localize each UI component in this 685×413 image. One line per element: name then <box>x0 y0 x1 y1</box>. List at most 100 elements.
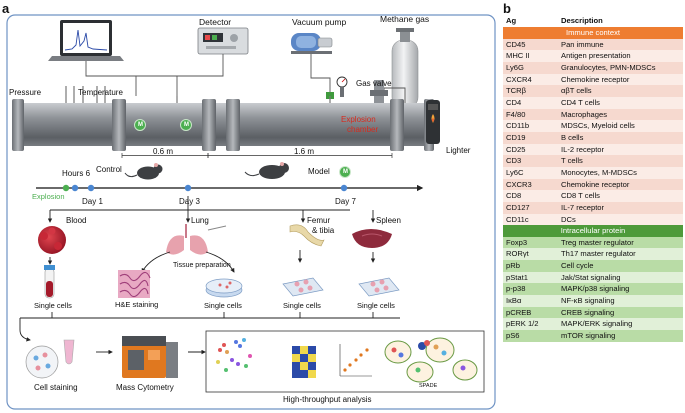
spleen-label: Spleen <box>376 216 401 225</box>
description-cell: MDSCs, Myeloid cells <box>561 121 635 131</box>
he-staining-label: H&E staining <box>115 300 159 309</box>
antigen-cell: CD19 <box>506 132 526 142</box>
ag-column-header: Ag <box>506 15 517 25</box>
distance-arrows <box>121 153 393 158</box>
spleen-icon <box>352 229 392 248</box>
antigen-cell: CD11c <box>506 214 529 224</box>
detector-icon <box>197 27 249 55</box>
antigen-cell: pS6 <box>506 331 520 341</box>
day3-label: Day 3 <box>179 197 200 206</box>
mass-cytometer-icon <box>122 336 178 378</box>
model-mouse-icon <box>244 162 289 179</box>
table-row: pERK 1/2 MAPK/ERK signaling <box>503 318 683 331</box>
table-row: CD127 IL-7 receptor <box>503 201 683 214</box>
timeline <box>36 184 424 192</box>
table-row: CD19 B cells <box>503 131 683 144</box>
hours6-label: Hours 6 <box>62 169 91 178</box>
analysis-panel <box>205 330 485 393</box>
description-cell: IL-7 receptor <box>561 202 605 212</box>
antigen-cell: p-p38 <box>506 284 526 294</box>
antigen-cell: Ly6G <box>506 62 524 72</box>
high-throughput-label: High-throughput analysis <box>283 395 372 404</box>
description-cell: B cells <box>561 132 584 142</box>
description-cell: CD8 T cells <box>561 191 600 201</box>
blood-icon <box>38 226 66 254</box>
lung-dish-icon <box>205 278 243 298</box>
antigen-cell: CXCR4 <box>506 74 532 84</box>
description-cell: Macrophages <box>561 109 608 119</box>
bottom-flow-arrows <box>19 312 400 355</box>
table-row: CD11b MDSCs, Myeloid cells <box>503 120 683 132</box>
description-cell: MAPK/ERK signaling <box>561 319 633 329</box>
lighter-icon <box>426 100 440 144</box>
antigen-cell: pCREB <box>506 307 532 317</box>
lung-label: Lung <box>191 216 209 225</box>
description-cell: CREB signaling <box>561 307 615 317</box>
day1-label: Day 1 <box>82 197 103 206</box>
tsne-plot <box>216 338 252 372</box>
panel-b-letter: b <box>503 1 511 16</box>
antigen-cell: F4/80 <box>506 109 526 119</box>
antigen-cell: CD4 <box>506 97 522 107</box>
antigen-cell: CD127 <box>506 202 530 212</box>
model-marker <box>339 166 351 178</box>
methane-gas-label: Methane gas <box>380 14 430 24</box>
intracellular-title: Intracellular protein <box>503 225 683 237</box>
explosion-label: Explosion <box>32 192 65 201</box>
femur-label-1: Femur <box>307 216 331 225</box>
explosion-chamber-label-2: chamber <box>347 125 379 134</box>
description-cell: Cell cycle <box>561 261 594 271</box>
description-cell: Antigen presentation <box>561 51 631 61</box>
femur-label-2: & tibia <box>312 226 335 235</box>
temperature-label: Temperature <box>78 88 123 97</box>
distance-label-2: 1.6 m <box>294 147 315 156</box>
antigen-cell: Foxp3 <box>506 237 528 247</box>
antigen-cell: pERK 1/2 <box>506 319 539 329</box>
mass-cytometry-label: Mass Cytometry <box>116 383 174 392</box>
antigen-cell: CD25 <box>506 144 526 154</box>
panel-a-letter: a <box>2 1 10 16</box>
tube-marker-1 <box>134 119 146 131</box>
single-cells-label-blood: Single cells <box>34 301 72 310</box>
model-marker-label: M <box>343 168 348 175</box>
control-mouse-icon <box>124 163 163 180</box>
single-cells-label-spleen: Single cells <box>357 301 395 310</box>
table-row: Ly6G Granulocytes, PMN-MDSCs <box>503 61 683 74</box>
table-row: MHC II Antigen presentation <box>503 50 683 62</box>
laptop-icon <box>48 20 124 61</box>
description-cell: Pan immune <box>561 39 604 49</box>
antigen-cell: CD11b <box>506 121 530 131</box>
marker-label-2: M <box>184 121 189 128</box>
model-label: Model <box>308 167 330 176</box>
distance-label-1: 0.6 m <box>153 147 174 156</box>
heatmap-thumbnail <box>292 346 316 378</box>
table-header-row: Ag Description <box>503 14 683 27</box>
antigen-cell: CD3 <box>506 156 522 166</box>
immune-context-title: Immune context <box>503 27 683 39</box>
intracellular-section-row: Intracellular protein <box>503 225 683 237</box>
description-cell: Granulocytes, PMN-MDSCs <box>561 62 656 72</box>
antigen-cell: MHC II <box>506 51 530 61</box>
marker-label-1: M <box>138 121 143 128</box>
cell-staining-label: Cell staining <box>34 383 78 392</box>
he-staining-image <box>118 270 151 298</box>
vacuum-pump-icon <box>291 33 333 54</box>
description-cell: Chemokine receptor <box>561 179 630 189</box>
antigen-cell: CXCR3 <box>506 179 532 189</box>
spade-tree <box>384 337 478 383</box>
description-cell: Th17 master regulator <box>561 249 636 259</box>
processing-arrows <box>47 250 376 273</box>
